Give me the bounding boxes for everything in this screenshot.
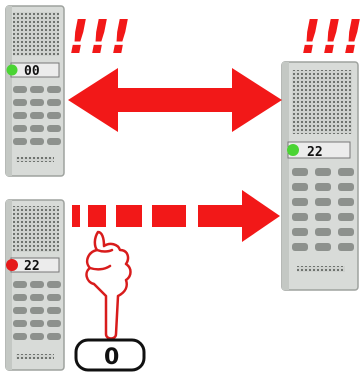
zero-key[interactable]: 0 [74, 338, 146, 372]
display-readout: 00 [24, 64, 40, 79]
speaker-grille [13, 206, 59, 252]
device-top-left: 00 [5, 5, 65, 177]
status-led-green [6, 64, 18, 76]
display-readout: 22 [24, 259, 40, 274]
display-readout: 22 [307, 145, 323, 160]
speaker-grille [13, 12, 59, 56]
status-led-red [6, 259, 18, 271]
barcode-strip [16, 157, 54, 162]
bidirectional-arrow [68, 68, 282, 132]
keypad [292, 168, 354, 251]
device-bottom-left: 22 [5, 199, 65, 371]
alert-mark-right: !!! [300, 10, 363, 64]
status-led-green [287, 144, 299, 156]
zero-key-label: 0 [104, 345, 119, 370]
pointing-hand-icon [85, 230, 132, 340]
barcode-strip [16, 354, 54, 359]
barcode-strip [297, 266, 345, 272]
alert-mark-left: !!! [68, 10, 131, 64]
dashed-arrow [72, 190, 280, 242]
device-right: 22 [281, 61, 359, 291]
speaker-grille [292, 70, 352, 134]
